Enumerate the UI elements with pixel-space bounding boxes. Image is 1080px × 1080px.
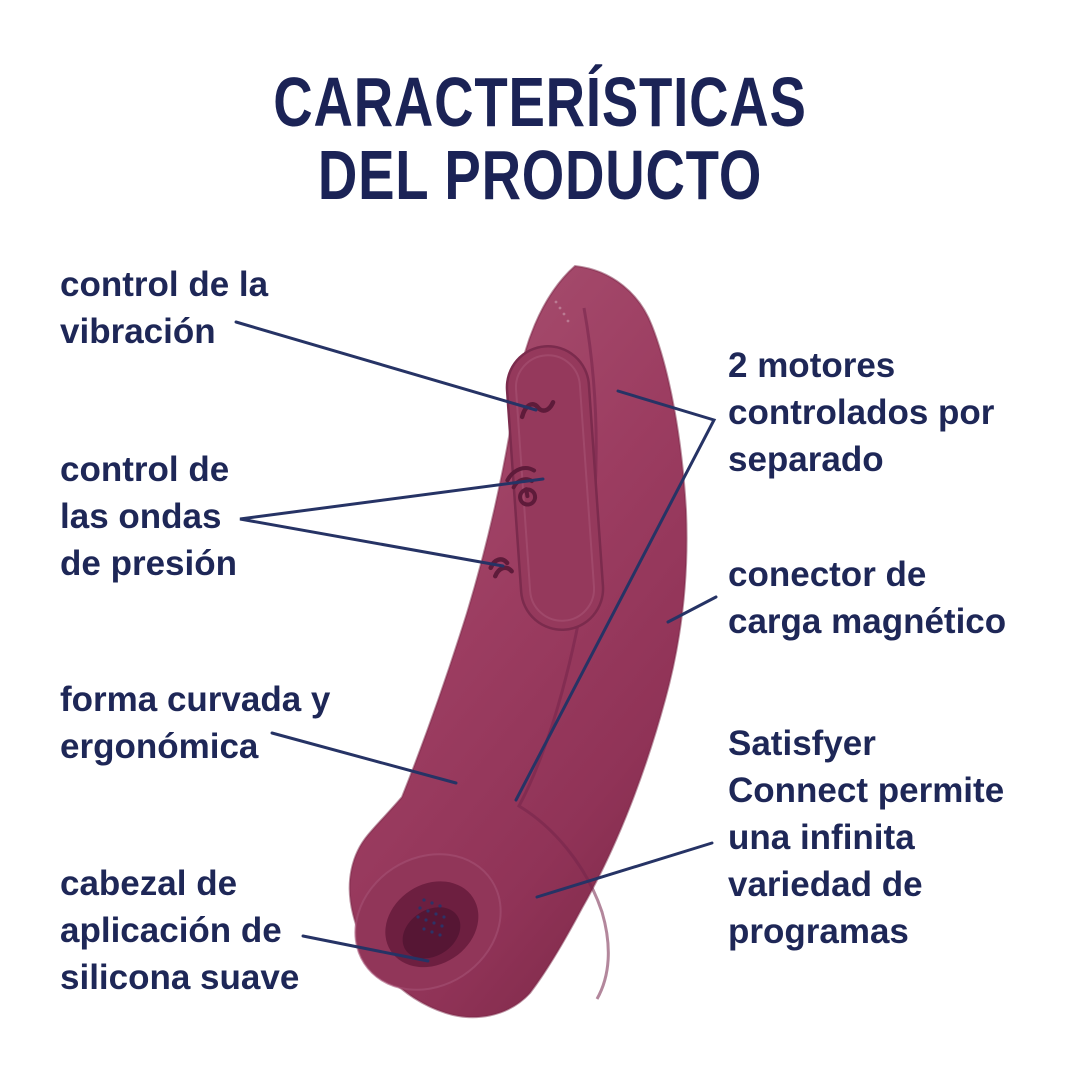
callout-line-charger — [666, 595, 718, 624]
callout-line-pressure — [239, 477, 545, 568]
feature-label-magnetic-charger: conector de carga magnético — [728, 555, 1007, 641]
feature-label-ergonomic-shape: forma curvada y ergonómica — [60, 680, 331, 766]
control-panel — [505, 344, 605, 632]
page-title-line1: CARACTERÍSTICAS — [273, 63, 807, 141]
page-title: CARACTERÍSTICAS DEL PRODUCTO — [119, 66, 961, 212]
callout-line-head — [301, 934, 430, 963]
pressure-wave-icon — [488, 557, 514, 579]
feature-label-pressure-wave-control: control de las ondas de presión — [60, 450, 237, 583]
callout-line-connect — [535, 841, 714, 899]
opening-dots — [416, 898, 446, 937]
page-title-line2: DEL PRODUCTO — [317, 135, 763, 214]
feature-label-satisfyer-connect: Satisfyer Connect permite una infinita v… — [728, 724, 1005, 951]
feature-label-two-motors: 2 motores controlados por separado — [728, 346, 995, 479]
dome-speckles — [554, 300, 570, 323]
feature-label-silicone-head: cabezal de aplicación de silicona suave — [60, 864, 300, 997]
callout-line-vibration — [234, 320, 538, 412]
callout-line-shape — [270, 731, 458, 785]
callout-line-motors — [514, 389, 717, 802]
vibration-button-icon — [519, 400, 556, 420]
feature-label-vibration-control: control de la vibración — [60, 265, 269, 351]
device-body — [348, 264, 688, 1019]
